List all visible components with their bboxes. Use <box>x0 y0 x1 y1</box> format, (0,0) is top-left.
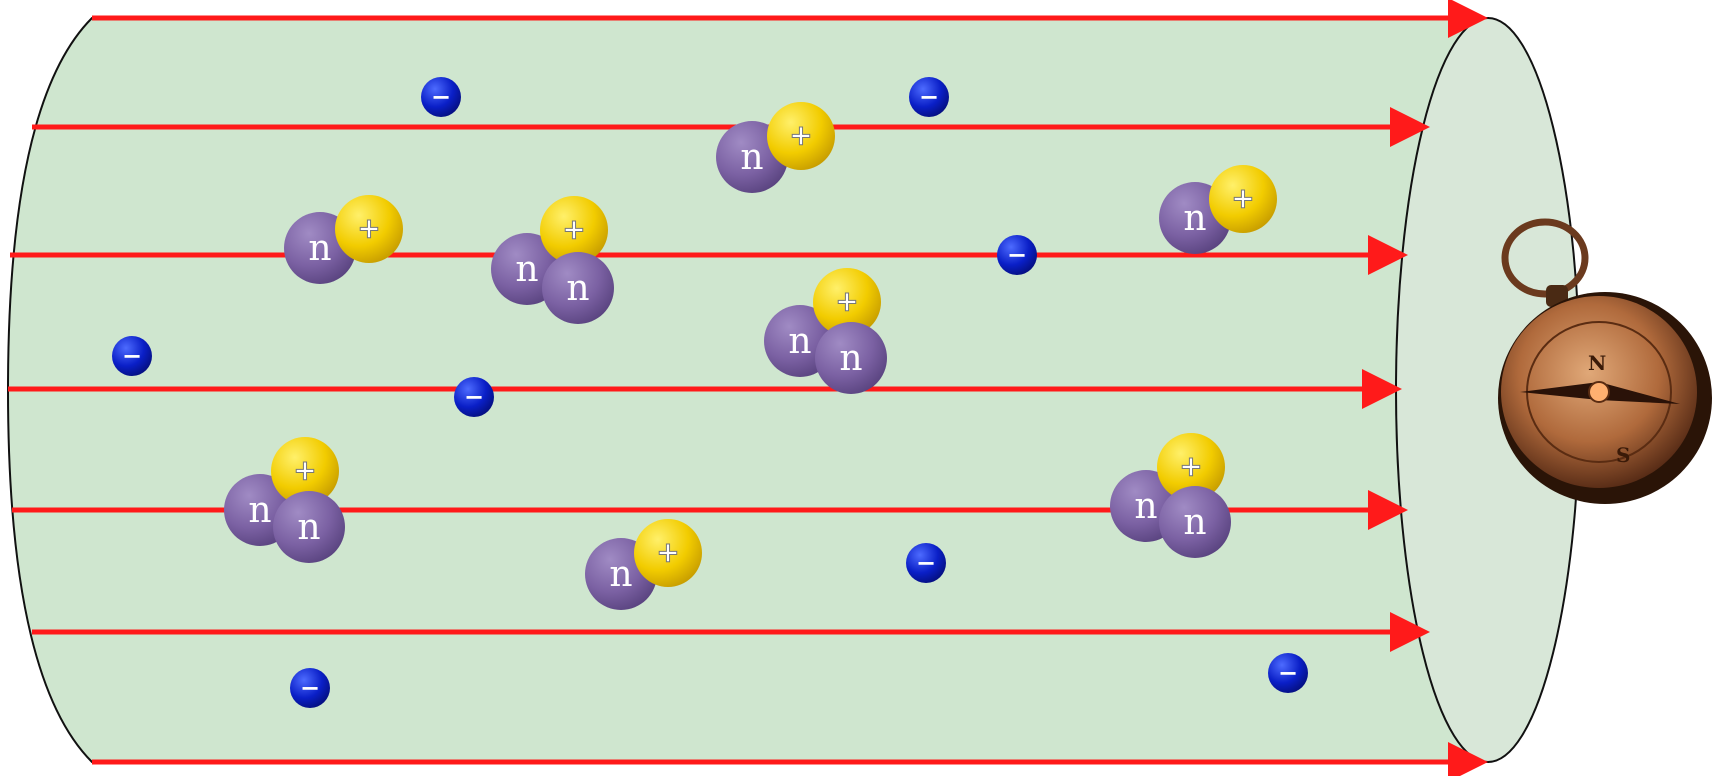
neutron-label: n <box>297 507 320 548</box>
electron-label: − <box>919 82 939 111</box>
electron-label: − <box>1007 240 1027 269</box>
neutron-label: n <box>609 554 632 595</box>
electron-label: − <box>431 82 451 111</box>
proton-label: + <box>1179 450 1202 483</box>
neutron-label: n <box>1134 486 1157 527</box>
proton-label: + <box>357 212 380 245</box>
proton-label: + <box>562 213 585 246</box>
electron: − <box>112 336 152 376</box>
electron: − <box>290 668 330 708</box>
neutron-label: n <box>1183 198 1206 239</box>
proton-label: + <box>835 285 858 318</box>
compass-north-label: N <box>1588 351 1606 375</box>
neutron-label: n <box>515 249 538 290</box>
electron-label: − <box>122 341 142 370</box>
neutron-label: n <box>566 268 589 309</box>
electron: − <box>906 543 946 583</box>
neutron-label: n <box>788 321 811 362</box>
proton-label: + <box>789 119 812 152</box>
proton-label: + <box>1231 182 1254 215</box>
electron: − <box>997 235 1037 275</box>
neutron-label: n <box>740 137 763 178</box>
neutron-label: n <box>1183 502 1206 543</box>
electron: − <box>1268 653 1308 693</box>
electron: − <box>454 377 494 417</box>
compass-south-label: S <box>1616 443 1630 467</box>
electron-label: − <box>464 382 484 411</box>
electron-label: − <box>300 673 320 702</box>
electron: − <box>909 77 949 117</box>
proton-label: + <box>293 454 316 487</box>
proton-label: + <box>656 536 679 569</box>
neutron-label: n <box>839 338 862 379</box>
electron-label: − <box>916 548 936 577</box>
neutron-label: n <box>308 228 331 269</box>
neutron-label: n <box>248 490 271 531</box>
compass-pivot <box>1589 382 1609 402</box>
electron: − <box>421 77 461 117</box>
electron-label: − <box>1278 658 1298 687</box>
